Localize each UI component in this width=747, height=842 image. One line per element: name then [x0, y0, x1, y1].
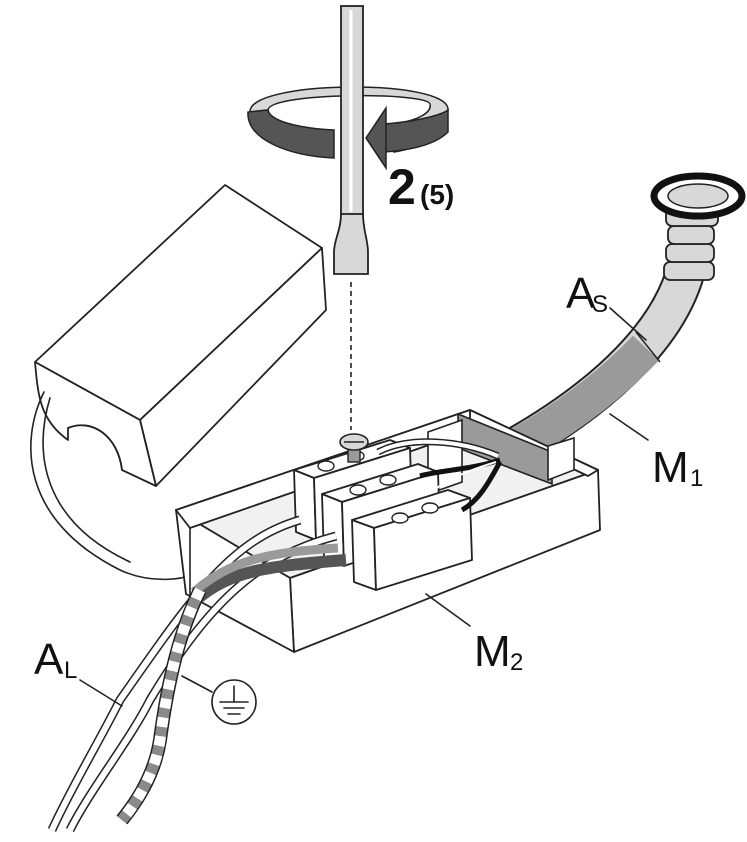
step-label: 2 (5)	[388, 159, 454, 215]
internal-wires	[376, 438, 503, 513]
screwdriver-icon	[333, 5, 369, 430]
junction-box-lid	[30, 184, 327, 581]
label-al-main: A	[34, 635, 64, 684]
label-as: A S	[566, 269, 608, 318]
label-m2-sub: 2	[510, 649, 523, 676]
label-m1: M 1	[652, 443, 703, 492]
mains-cable	[47, 515, 347, 833]
ground-symbol-icon	[181, 675, 257, 725]
leader-lines	[79, 307, 649, 707]
label-as-main: A	[566, 269, 596, 318]
sensor-cable	[496, 246, 710, 470]
label-m2-main: M	[474, 627, 511, 676]
step-sub-number: (5)	[420, 179, 454, 210]
label-m2: M 2	[474, 627, 523, 676]
terminal-block-3	[351, 489, 473, 591]
label-al-sub: L	[64, 657, 77, 684]
step-number: 2	[388, 159, 416, 215]
label-as-sub: S	[592, 291, 608, 318]
cable-grommet	[650, 172, 746, 281]
terminal-screw	[339, 433, 369, 463]
label-m1-main: M	[652, 443, 689, 492]
label-m1-sub: 1	[690, 465, 703, 492]
label-al: A L	[34, 635, 77, 684]
